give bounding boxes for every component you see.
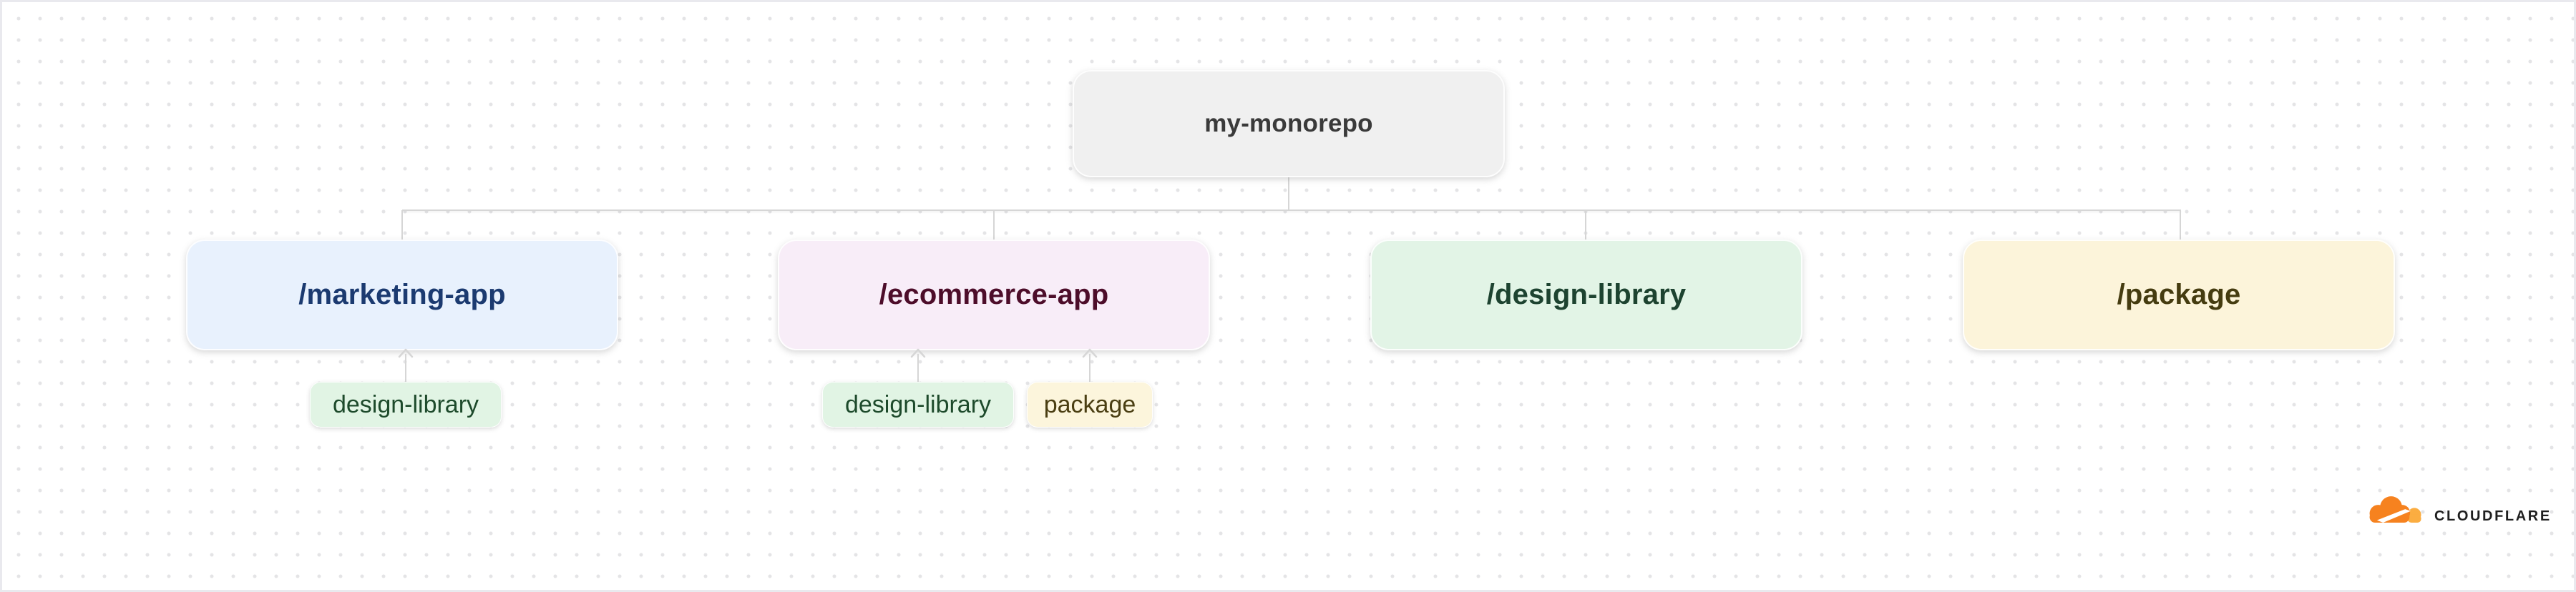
tag-label: package (1043, 390, 1136, 418)
node-design-library: /design-library (1370, 240, 1802, 350)
arrow-up-icon (910, 348, 926, 358)
node-package-label: /package (2117, 279, 2241, 310)
tag-label: design-library (844, 390, 992, 418)
node-marketing-app: /marketing-app (186, 240, 618, 350)
arrow-line-ecommerce-package (1089, 354, 1091, 383)
connector-bus (402, 209, 2181, 211)
node-design-library-label: /design-library (1486, 279, 1687, 310)
connector-drop-marketing-app (401, 210, 403, 240)
connector-drop-package (2180, 210, 2181, 240)
arrow-up-icon (1082, 348, 1098, 358)
connector-root-stem (1288, 177, 1289, 210)
node-my-monorepo-label: my-monorepo (1204, 109, 1373, 137)
node-my-monorepo: my-monorepo (1073, 70, 1505, 177)
cloudflare-cloud-icon (2369, 496, 2421, 523)
node-ecommerce-app-label: /ecommerce-app (879, 279, 1109, 310)
node-ecommerce-app: /ecommerce-app (778, 240, 1210, 350)
tag-label: design-library (332, 390, 479, 418)
cloudflare-wordmark: CLOUDFLARE (2434, 508, 2552, 524)
node-package: /package (1963, 240, 2395, 350)
tag-design-library-marketing: design-library (310, 382, 502, 428)
cloudflare-logo: CLOUDFLARE (2363, 494, 2552, 526)
arrow-up-icon (398, 348, 414, 358)
connector-drop-ecommerce-app (993, 210, 995, 240)
node-marketing-app-label: /marketing-app (298, 279, 506, 310)
connector-drop-design-library (1585, 210, 1586, 240)
tag-package-ecommerce: package (1027, 382, 1153, 428)
arrow-line-marketing-design-library (405, 354, 406, 383)
tag-design-library-ecommerce: design-library (822, 382, 1014, 428)
arrow-line-ecommerce-design-library (917, 354, 919, 383)
